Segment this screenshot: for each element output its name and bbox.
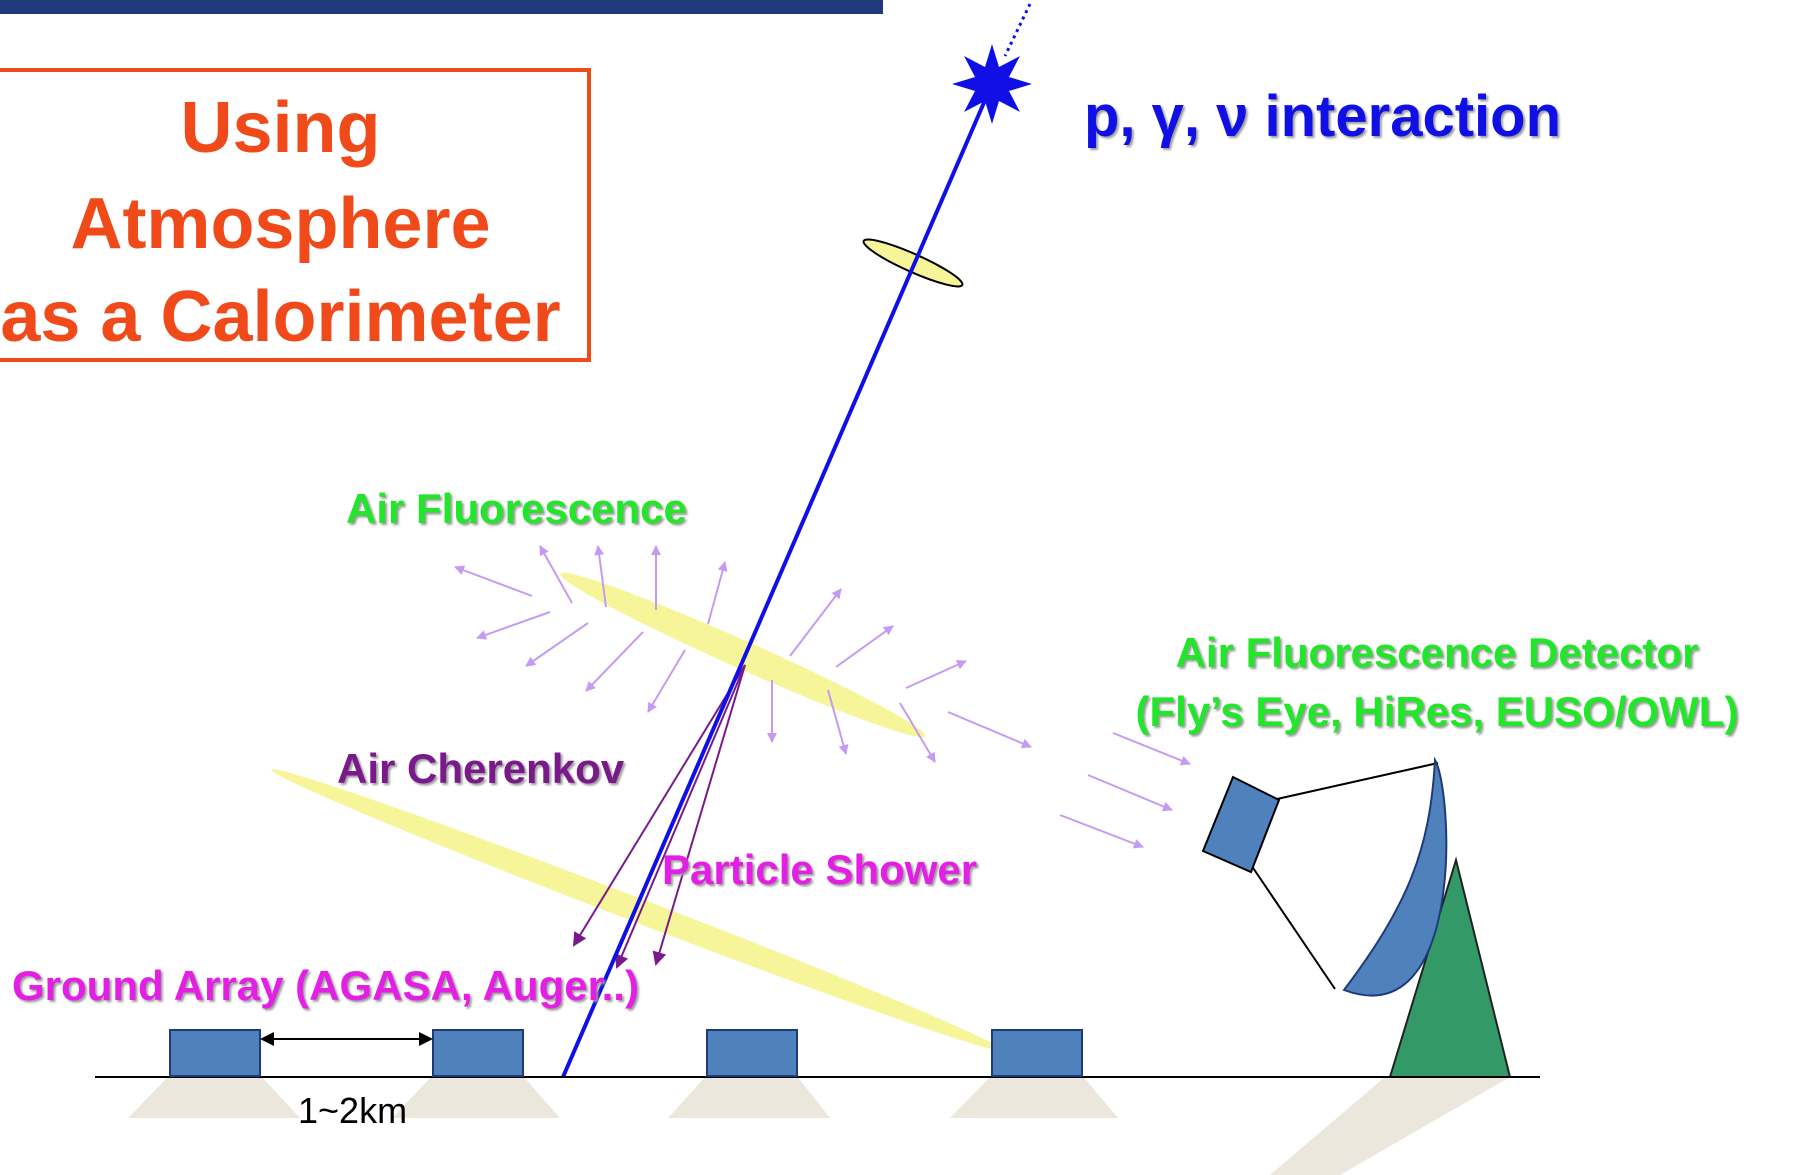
detector-mirror — [1342, 756, 1448, 997]
detector-label-line-2: (Fly’s Eye, HiRes, EUSO/OWL) — [1135, 688, 1739, 735]
ground-detectors — [169, 1029, 1083, 1077]
ground-detector — [991, 1029, 1083, 1077]
ground-detector — [432, 1029, 524, 1077]
ground-detector — [169, 1029, 261, 1077]
title-line-2: Atmosphere — [70, 184, 491, 264]
title-box: Using Atmosphere as a Calorimeter — [0, 68, 591, 362]
air-fluorescence-label: Air Fluorescence — [346, 485, 687, 532]
particle-shower-label: Particle Shower — [662, 846, 978, 893]
fluorescence-detector — [1201, 756, 1512, 1078]
ground-shadows — [128, 1075, 1510, 1175]
header-bar — [0, 0, 883, 14]
primary-track — [561, 3, 1032, 1078]
air-cherenkov-label: Air Cherenkov — [337, 745, 625, 792]
interaction-label: p, γ, ν interaction — [1084, 84, 1561, 149]
ground-array-label: Ground Array (AGASA, Auger..) — [12, 962, 639, 1009]
title-line-1: Using — [180, 88, 381, 168]
spacing-label: 1~2km — [298, 1090, 408, 1131]
title-line-3: as a Calorimeter — [0, 277, 561, 357]
air-fluorescence-glow — [560, 572, 926, 738]
interaction-star-icon — [952, 44, 1032, 124]
cherenkov-rays — [572, 664, 746, 969]
detector-label-line-1: Air Fluorescence Detector — [1175, 629, 1699, 676]
detector-camera — [1201, 775, 1281, 874]
fluorescence-photon-arrows — [454, 545, 1191, 849]
ground-detector — [706, 1029, 798, 1077]
